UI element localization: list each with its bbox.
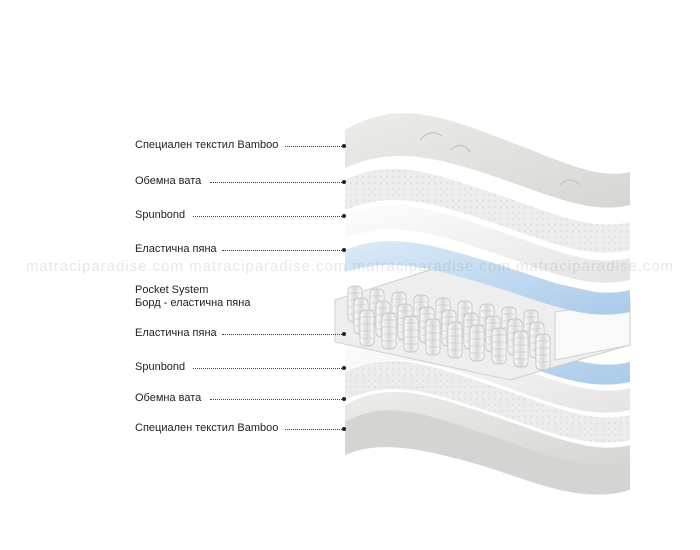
layer-bottom-wadding <box>345 361 630 443</box>
leader-line <box>210 399 342 400</box>
spring-coil <box>359 309 375 347</box>
leader-line <box>222 250 342 251</box>
layer-top-foam <box>345 241 630 315</box>
label-top-spunbond: Spunbond <box>135 209 186 221</box>
spring-coil <box>381 312 397 350</box>
spring-coil <box>447 321 463 359</box>
layer-top-wadding <box>345 168 630 253</box>
pocket-spring-block <box>334 261 631 381</box>
leader-line <box>285 146 342 147</box>
spring-coil <box>403 315 419 353</box>
leader-dot <box>342 397 346 401</box>
label-top-bamboo: Специален текстил Bamboo <box>135 139 279 151</box>
spring-coil <box>425 318 441 356</box>
label-pocket-system-line2: Борд - еластична пяна <box>135 297 251 309</box>
label-bottom-wadding: Обемна вата <box>135 392 202 404</box>
leader-line <box>193 216 342 217</box>
layer-bottom-bamboo <box>345 391 630 495</box>
leader-line <box>222 334 342 335</box>
leader-dot <box>342 427 346 431</box>
leader-dot <box>342 180 346 184</box>
leader-line <box>193 368 342 369</box>
leader-dot <box>342 366 346 370</box>
watermark-text: matraciparadise.com matraciparadise.com … <box>25 258 675 275</box>
spring-coil <box>535 333 551 371</box>
label-pocket-system: Pocket System Борд - еластична пяна <box>135 284 250 310</box>
layer-top-bamboo <box>345 113 630 208</box>
leader-dot <box>342 214 346 218</box>
label-bottom-foam: Еластична пяна <box>135 327 217 339</box>
spring-coil <box>491 327 507 365</box>
layer-top-spunbond <box>345 205 630 283</box>
leader-dot <box>342 144 346 148</box>
label-bottom-bamboo: Специален текстил Bamboo <box>135 422 279 434</box>
leader-dot <box>342 248 346 252</box>
label-top-wadding: Обемна вата <box>135 175 202 187</box>
spring-coil <box>469 324 485 362</box>
label-top-foam: Еластична пяна <box>135 243 217 255</box>
label-pocket-system-line1: Pocket System <box>135 284 209 296</box>
label-bottom-spunbond: Spunbond <box>135 361 186 373</box>
leader-dot <box>342 332 346 336</box>
leader-line <box>285 429 342 430</box>
spring-coils <box>347 285 551 371</box>
leader-line <box>210 182 342 183</box>
spring-coil <box>513 330 529 368</box>
